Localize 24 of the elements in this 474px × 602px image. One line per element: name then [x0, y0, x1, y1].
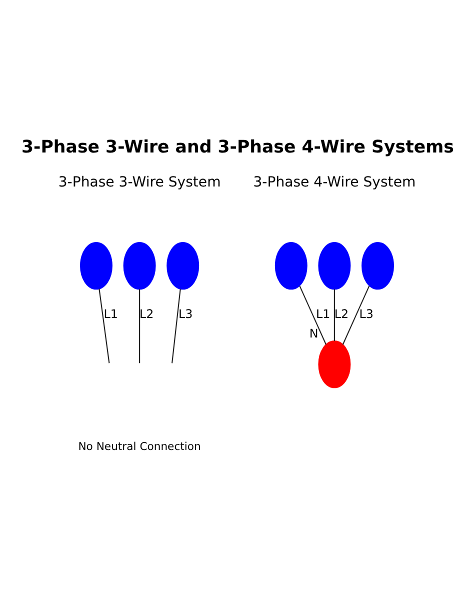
node-ellipse	[274, 242, 308, 290]
connector	[334, 289, 335, 342]
diagram-title: 3-Phase 3-Wire and 3-Phase 4-Wire Systems	[22, 137, 454, 158]
edge-label: L1	[104, 307, 118, 322]
node-ellipse	[362, 242, 394, 290]
node-ellipse	[80, 242, 112, 290]
connector	[342, 286, 370, 345]
edge-label: L2	[139, 307, 154, 322]
connector	[98, 288, 110, 364]
node-ellipse	[318, 242, 351, 290]
node-ellipse	[123, 242, 156, 290]
label: 3-Phase 4-Wire System	[253, 174, 416, 191]
edge-label: L2	[334, 307, 349, 322]
connector	[299, 286, 327, 345]
edge-label: L3	[359, 307, 374, 322]
node-ellipse	[318, 340, 351, 388]
connector	[139, 289, 140, 364]
edge-label: L3	[178, 307, 193, 322]
label: No Neutral Connection	[78, 440, 201, 453]
node-ellipse	[166, 242, 200, 290]
connector	[172, 289, 181, 364]
edge-label: L1	[316, 307, 330, 322]
label: 3-Phase 3-Wire System	[58, 174, 221, 191]
node-label: N	[309, 326, 318, 341]
